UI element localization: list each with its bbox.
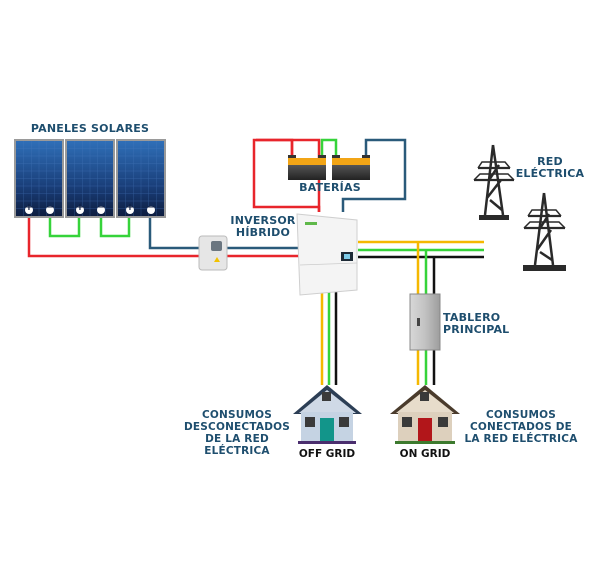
- plus-terminal-icon: +: [24, 202, 34, 213]
- series-wire-2: [99, 215, 131, 238]
- grid-label-line2: ELÉCTRICA: [515, 167, 585, 180]
- series-wire-1: [48, 215, 81, 238]
- on-grid-description-line1: CONSUMOS: [485, 409, 557, 421]
- on-grid-description-line3: LA RED ELÉCTRICA: [464, 433, 578, 445]
- on-grid-label: ON GRID: [399, 448, 451, 460]
- battery-1: [288, 155, 326, 180]
- off-grid-description: CONSUMOS DESCONECTADOS DE LA RED ELÉCTRI…: [178, 409, 296, 457]
- inverter-label-line2: HÍBRIDO: [235, 226, 291, 239]
- solar-panels-label: PANELES SOLARES: [30, 122, 150, 135]
- main-panel-label-line2: PRINCIPAL: [443, 323, 510, 336]
- on-grid-description: CONSUMOS CONECTADOS DE LA RED ELÉCTRICA: [462, 409, 580, 445]
- off-grid-description-line2: DESCONECTADOS: [183, 421, 291, 433]
- on-grid-house: [390, 385, 460, 444]
- main-panel-label-line1: TABLERO: [443, 311, 501, 324]
- hybrid-inverter: [296, 213, 358, 296]
- inverter-label: INVERSOR HÍBRIDO: [228, 215, 298, 239]
- dc-breaker-box: [198, 235, 228, 271]
- transmission-tower-1: [473, 144, 515, 220]
- off-grid-description-line1: CONSUMOS: [201, 409, 273, 421]
- battery-2: [332, 155, 370, 180]
- panel-terminals: [25, 206, 155, 214]
- batteries: [288, 155, 370, 180]
- minus-terminal-icon: −: [45, 202, 55, 213]
- main-panel-label: TABLERO PRINCIPAL: [443, 312, 518, 336]
- minus-terminal-icon: −: [146, 202, 156, 213]
- off-grid-description-line3: DE LA RED ELÉCTRICA: [204, 433, 270, 457]
- negative-wire: [148, 215, 300, 250]
- batteries-label: BATERÍAS: [299, 181, 361, 194]
- battery-negative-wire: [341, 138, 407, 212]
- transmission-tower-2: [523, 192, 566, 271]
- on-grid-description-line2: CONECTADOS DE: [469, 421, 573, 433]
- solar-panels: [14, 139, 166, 218]
- plus-terminal-icon: +: [125, 202, 135, 213]
- grid-label-line1: RED: [537, 155, 563, 168]
- inverter-label-line1: INVERSOR: [230, 214, 296, 227]
- plus-terminal-icon: +: [75, 202, 85, 213]
- battery-series-wire: [320, 138, 338, 158]
- minus-terminal-icon: −: [96, 202, 106, 213]
- grid-label: RED ELÉCTRICA: [510, 156, 590, 180]
- main-panel-box: [409, 293, 441, 351]
- off-grid-house: [293, 385, 362, 444]
- off-grid-label: OFF GRID: [298, 448, 356, 460]
